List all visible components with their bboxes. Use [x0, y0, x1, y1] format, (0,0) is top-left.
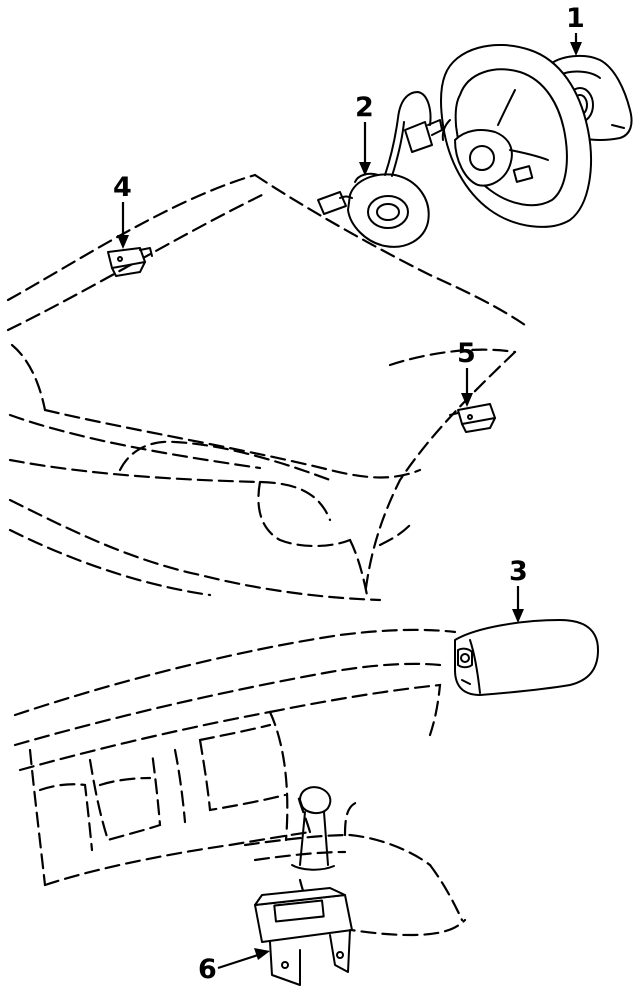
- callout-1-label: 1: [566, 3, 585, 34]
- dashboard-outline: [13, 628, 467, 937]
- callout-1-arrow: [570, 42, 582, 56]
- callout-5: 5: [457, 338, 476, 407]
- callout-5-arrow: [461, 393, 473, 407]
- steering-wheel: [439, 43, 592, 228]
- callout-2-arrow: [359, 162, 371, 176]
- callout-6: 6: [198, 948, 270, 985]
- clock-spring: [317, 91, 443, 248]
- front-sensor-right: [449, 403, 496, 433]
- callout-3-arrow: [512, 609, 524, 623]
- vehicle-front-outline: [6, 173, 527, 602]
- callout-4: 4: [113, 172, 132, 249]
- airbag-module-passenger: [454, 619, 599, 696]
- callout-4-arrow: [117, 235, 129, 249]
- front-sensor-left: [107, 247, 153, 277]
- callout-3: 3: [509, 556, 528, 623]
- gear-shift-knob: [291, 786, 335, 871]
- callout-6-arrow: [254, 948, 270, 960]
- callout-5-label: 5: [457, 338, 476, 369]
- center-sensor-assembly: [254, 887, 353, 986]
- callout-4-label: 4: [113, 172, 132, 203]
- callout-1: 1: [566, 3, 585, 56]
- callout-3-label: 3: [509, 556, 528, 587]
- callout-2: 2: [355, 92, 374, 176]
- callout-2-label: 2: [355, 92, 374, 123]
- callout-6-label: 6: [198, 954, 217, 985]
